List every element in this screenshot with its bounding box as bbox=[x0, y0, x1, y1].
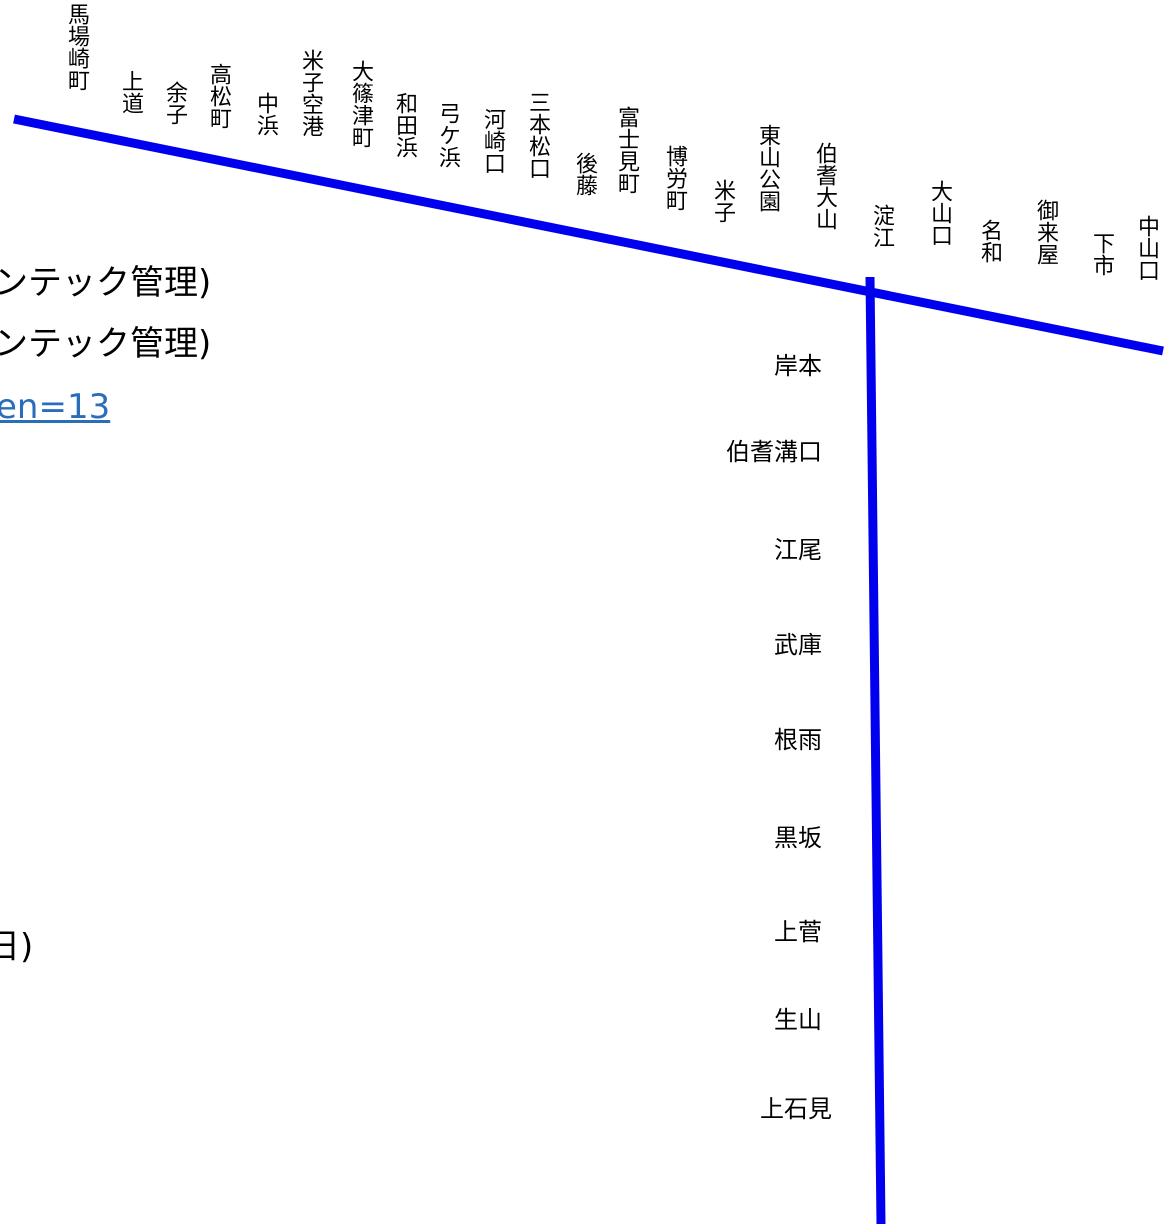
station-label: 大山口 bbox=[927, 180, 952, 246]
station-label: 米子 bbox=[710, 179, 735, 223]
station-label: 高松町 bbox=[206, 63, 231, 129]
background-text-2: ンテック管理) bbox=[0, 324, 212, 364]
station-label: 弓ケ浜 bbox=[435, 102, 460, 168]
station-label: 名和 bbox=[977, 219, 1002, 263]
station-label: 淀江 bbox=[869, 204, 894, 248]
background-link[interactable]: en=13 bbox=[0, 387, 111, 427]
station-label: 中山口 bbox=[1134, 215, 1159, 281]
station-label: 余子 bbox=[162, 81, 187, 125]
station-label: 生山 bbox=[774, 1006, 822, 1034]
station-label: 米子空港 bbox=[298, 49, 323, 137]
station-label: 後藤 bbox=[572, 152, 597, 196]
station-label: 和田浜 bbox=[392, 92, 417, 158]
station-label: 上道 bbox=[118, 70, 143, 114]
station-label: 富士見町 bbox=[614, 106, 639, 194]
station-label: 三本松口 bbox=[525, 91, 550, 179]
station-label: 黒坂 bbox=[774, 824, 822, 852]
station-label: 上菅 bbox=[774, 918, 822, 946]
station-label: 東山公園 bbox=[755, 124, 780, 212]
station-label: 中浜 bbox=[253, 92, 278, 136]
station-label: 下市 bbox=[1089, 232, 1114, 276]
main-line bbox=[13, 114, 1164, 356]
station-label: 江尾 bbox=[774, 536, 822, 564]
station-label: 博労町 bbox=[662, 145, 687, 211]
station-label: 伯耆大山 bbox=[812, 142, 837, 230]
station-label: 根雨 bbox=[774, 726, 822, 754]
branch-line bbox=[865, 276, 886, 1224]
background-text-4: 日) bbox=[0, 927, 34, 967]
station-label: 上石見 bbox=[760, 1095, 832, 1123]
station-label: 御来屋 bbox=[1033, 199, 1058, 265]
station-label: 河崎口 bbox=[480, 108, 505, 174]
station-label: 伯耆溝口 bbox=[726, 438, 822, 466]
station-label: 武庫 bbox=[774, 631, 822, 659]
station-label: 馬場崎町 bbox=[64, 3, 89, 91]
background-text-1: ンテック管理) bbox=[0, 263, 212, 303]
station-label: 岸本 bbox=[774, 352, 822, 380]
station-label: 大篠津町 bbox=[348, 60, 373, 148]
